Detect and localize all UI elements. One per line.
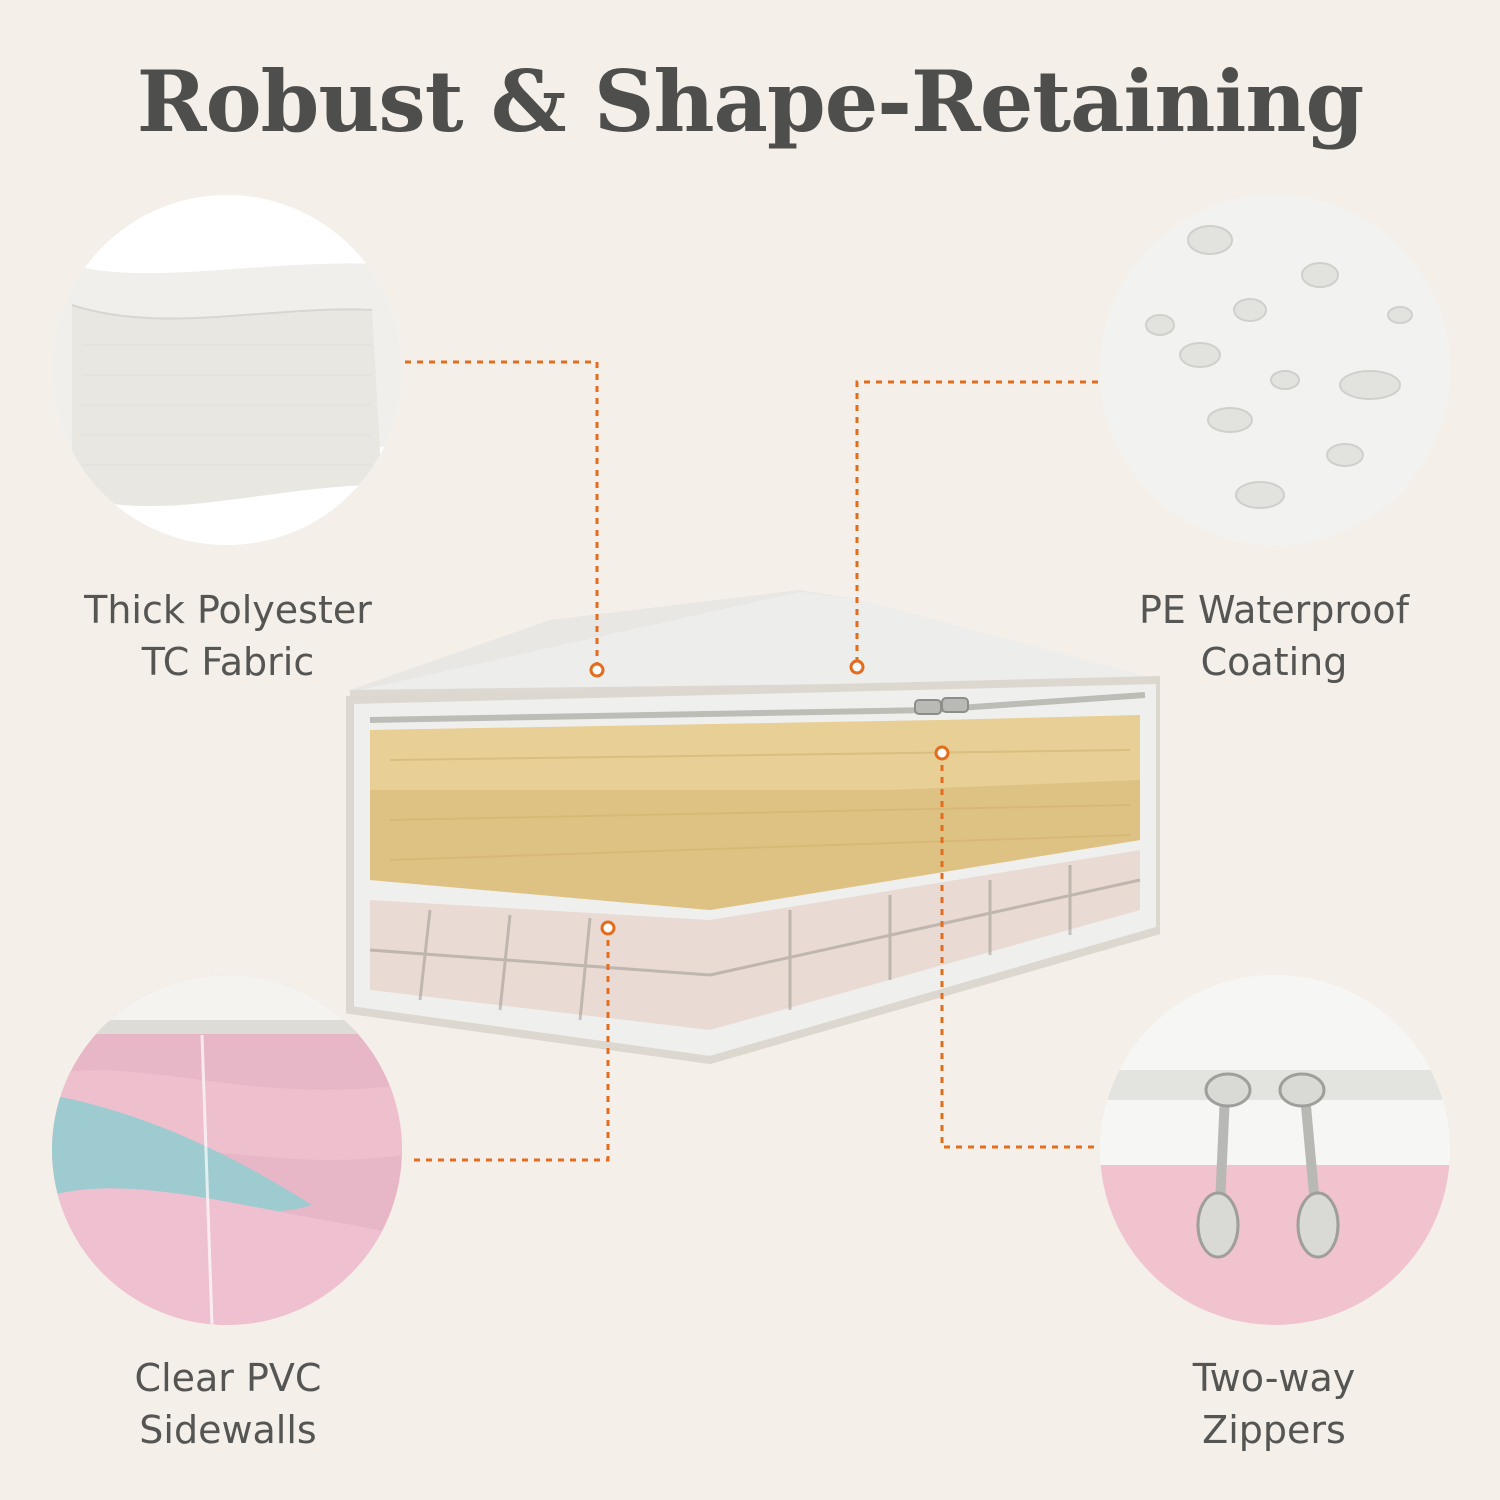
pvc-sidewall-image (52, 975, 402, 1325)
storage-bag-product-image (330, 580, 1164, 1080)
feature-label-zippers: Two-way Zippers (1192, 1356, 1356, 1452)
zipper-closeup-image (1100, 975, 1450, 1325)
feature-label-pvc: Clear PVC Sidewalls (134, 1356, 322, 1452)
feature-label-waterproof: PE Waterproof Coating (1138, 588, 1410, 684)
feature-label-fabric: Thick Polyester TC Fabric (84, 588, 372, 684)
page-title: Robust & Shape-Retaining (136, 52, 1364, 151)
fabric-closeup-image (52, 195, 402, 545)
waterproof-coating-image (1100, 195, 1450, 545)
